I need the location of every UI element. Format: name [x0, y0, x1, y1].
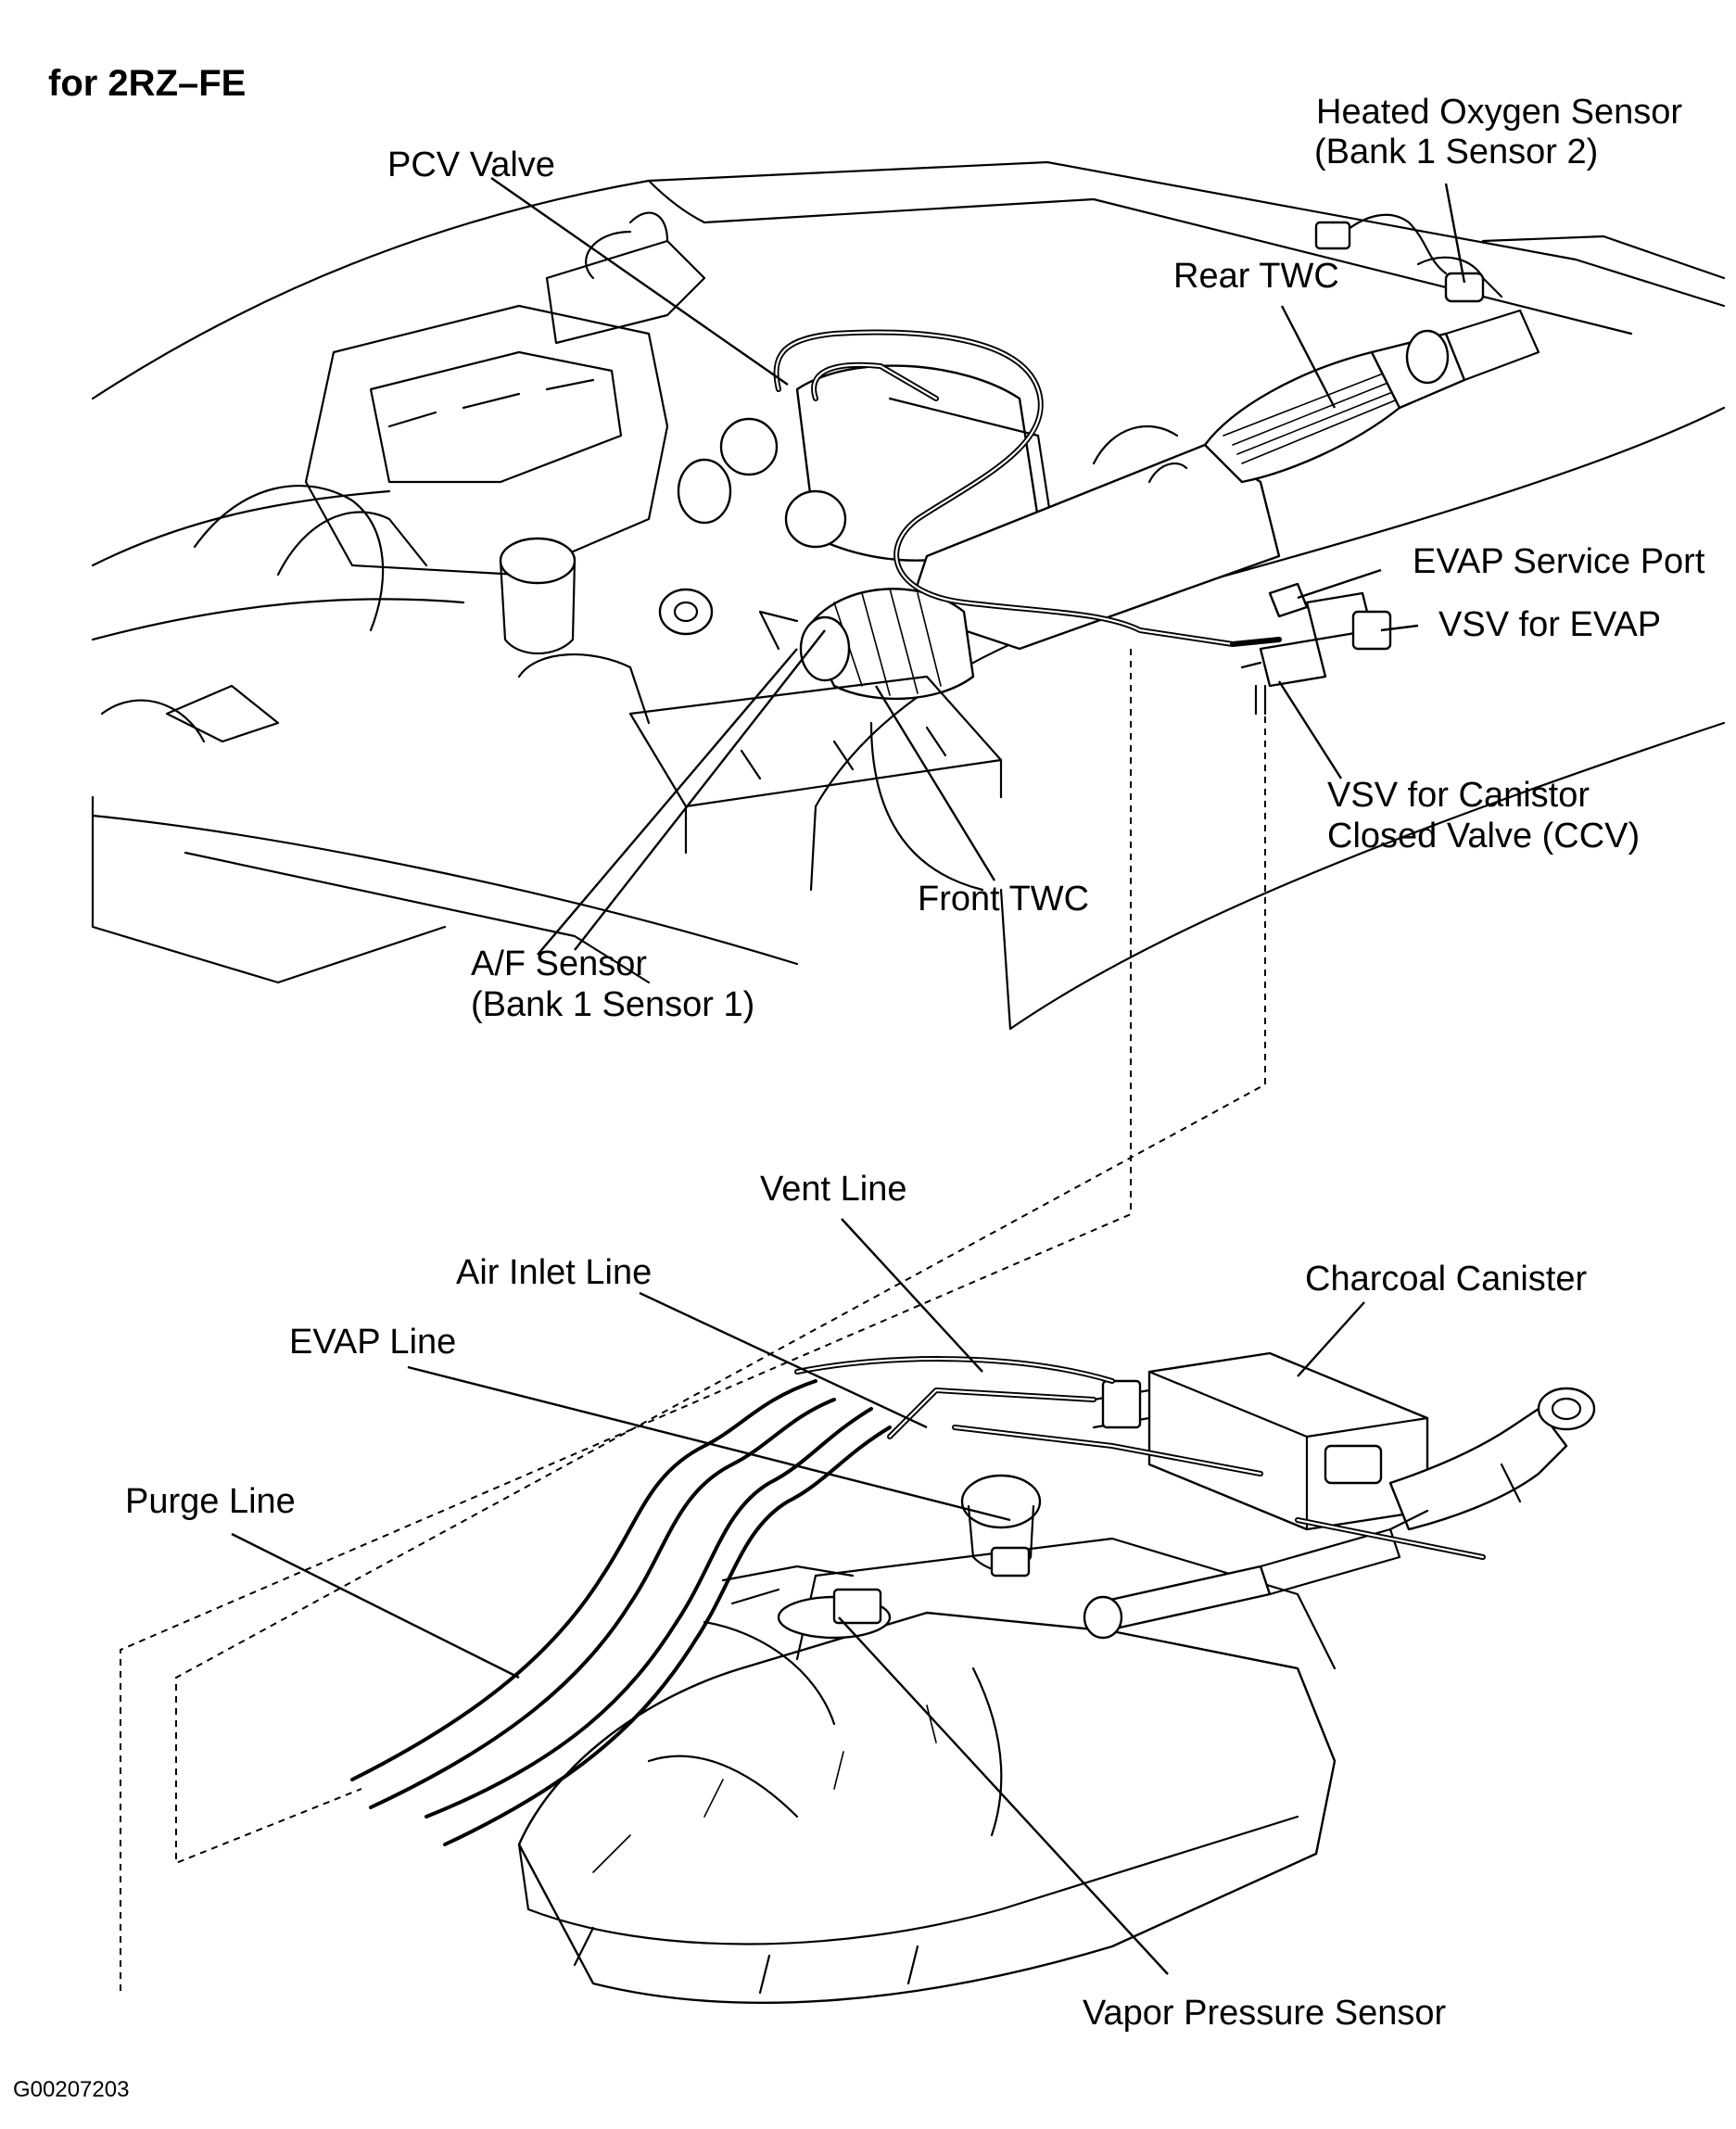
vent-line-label: Vent Line [760, 1170, 906, 1209]
rear-twc-label: Rear TWC [1173, 257, 1339, 296]
purge-line-label: Purge Line [125, 1482, 296, 1521]
figure-id: G00207203 [13, 2077, 129, 2102]
heated-oxygen-sensor-label: Heated Oxygen Sensor [1316, 93, 1682, 132]
engine-variant-title: for 2RZ–FE [48, 63, 246, 104]
vsv-evap-label: VSV for EVAP [1438, 605, 1661, 644]
evap-service-port-label: EVAP Service Port [1413, 542, 1705, 581]
engine-compartment-illustration [91, 160, 1726, 1031]
front-twc-label: Front TWC [918, 880, 1089, 919]
evap-purge-lines [350, 1379, 892, 1846]
evap-line-label: EVAP Line [289, 1323, 456, 1362]
vsv-ccv-label: VSV for Canistor [1327, 776, 1590, 815]
fuel-tank-illustration [517, 1351, 1596, 2004]
vapor-pressure-sensor-label: Vapor Pressure Sensor [1083, 1994, 1446, 2033]
leader-lines [231, 177, 1466, 1975]
charcoal-canister-label: Charcoal Canister [1305, 1260, 1587, 1299]
air-inlet-line-label: Air Inlet Line [456, 1253, 652, 1292]
af-sensor-label: A/F Sensor [471, 944, 647, 983]
af-sensor-bank-label: (Bank 1 Sensor 1) [471, 985, 754, 1024]
engine-vacuum-hoses [773, 329, 1282, 647]
connection-dashed-lines [120, 649, 1266, 1993]
pcv-valve-label: PCV Valve [387, 146, 555, 184]
vsv-ccv-sub-label: Closed Valve (CCV) [1327, 817, 1640, 855]
heated-oxygen-sensor-bank-label: (Bank 1 Sensor 2) [1314, 133, 1598, 171]
